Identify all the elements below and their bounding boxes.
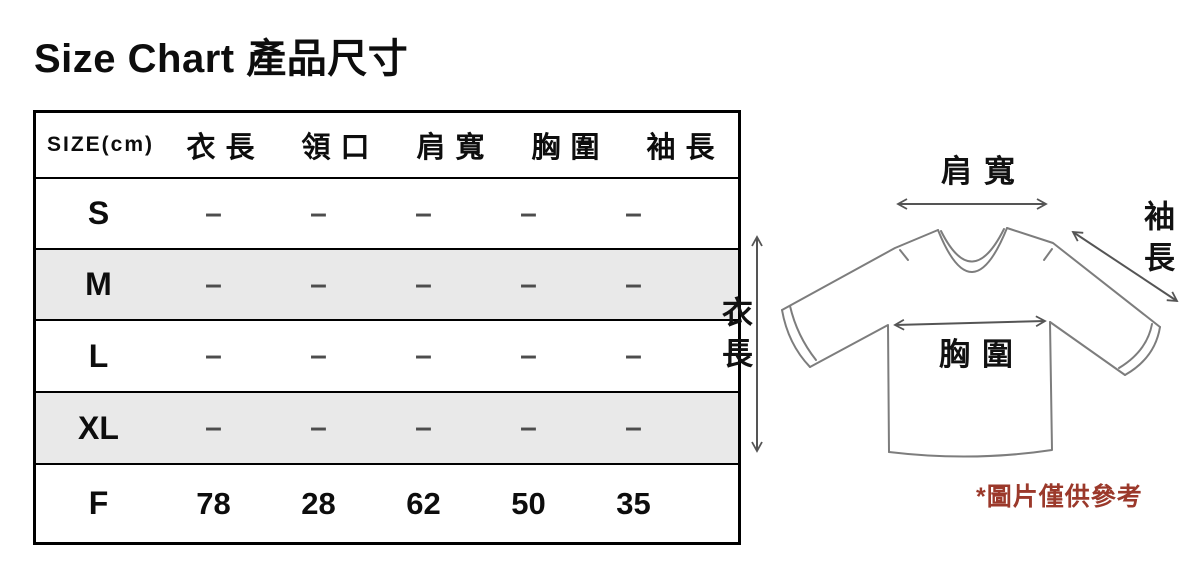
column-header-sleeve: 袖長 [646, 132, 725, 164]
cell-value: – [205, 267, 222, 301]
table-row-l: L – – – – – [36, 319, 738, 391]
cell-value: 28 [301, 485, 336, 521]
cell-value: – [310, 339, 327, 372]
cell-value: – [310, 411, 327, 444]
garment-length-label: 衣長 [717, 296, 752, 378]
size-label: M [85, 266, 112, 302]
page-title: Size Chart 產品尺寸 [34, 37, 409, 81]
sleeve-length-label: 袖長 [1139, 200, 1174, 282]
table-row-xl: XL – – – – – [36, 391, 738, 463]
cell-value: – [520, 411, 537, 444]
column-header-chest: 胸圍 [531, 132, 610, 164]
chest-width-label: 胸圍 [939, 337, 1025, 372]
cell-value: – [415, 411, 432, 444]
cell-value: – [625, 411, 642, 444]
cell-value: – [415, 196, 432, 230]
cell-value: – [205, 411, 222, 444]
column-header-neck: 領口 [301, 132, 380, 164]
sleeve-length-arrow [1071, 230, 1179, 303]
size-label: XL [78, 409, 119, 446]
cell-value: – [205, 196, 222, 230]
cell-value: 35 [616, 485, 651, 521]
cell-value: 78 [196, 485, 231, 521]
cell-value: – [415, 267, 432, 301]
cell-value: – [625, 267, 642, 301]
cell-value: – [415, 339, 432, 372]
cell-value: – [310, 196, 327, 230]
cell-value: – [625, 339, 642, 372]
cell-value: 50 [511, 485, 546, 521]
column-header-shoulder: 肩寬 [416, 132, 495, 164]
cell-value: – [205, 339, 222, 372]
cell-value: – [310, 267, 327, 301]
measurement-diagram: 肩寬 袖長 衣長 胸圍 *圖片僅供參考 [700, 130, 1200, 530]
cell-value: – [520, 267, 537, 301]
size-label: L [88, 337, 109, 374]
size-table: SIZE(cm) 衣長 領口 肩寬 胸圍 袖長 S – – – – – M – … [33, 110, 741, 545]
size-label: F [88, 485, 109, 521]
shirt-illustration [751, 198, 1179, 458]
column-header-length: 衣長 [186, 132, 265, 164]
cell-value: – [520, 196, 537, 230]
chest-width-arrow [893, 315, 1047, 331]
table-row-m: M – – – – – [36, 248, 738, 319]
shoulder-width-label: 肩寬 [941, 154, 1027, 189]
cell-value: – [625, 196, 642, 230]
column-header-size: SIZE(cm) [46, 133, 154, 156]
size-label: S [87, 195, 110, 231]
table-row-f: F 78 28 62 50 35 [36, 463, 738, 542]
table-header-row: SIZE(cm) 衣長 領口 肩寬 胸圍 袖長 [36, 113, 738, 177]
cell-value: – [520, 339, 537, 372]
reference-note: *圖片僅供參考 [976, 483, 1143, 511]
table-row-s: S – – – – – [36, 177, 738, 248]
cell-value: 62 [406, 485, 441, 521]
